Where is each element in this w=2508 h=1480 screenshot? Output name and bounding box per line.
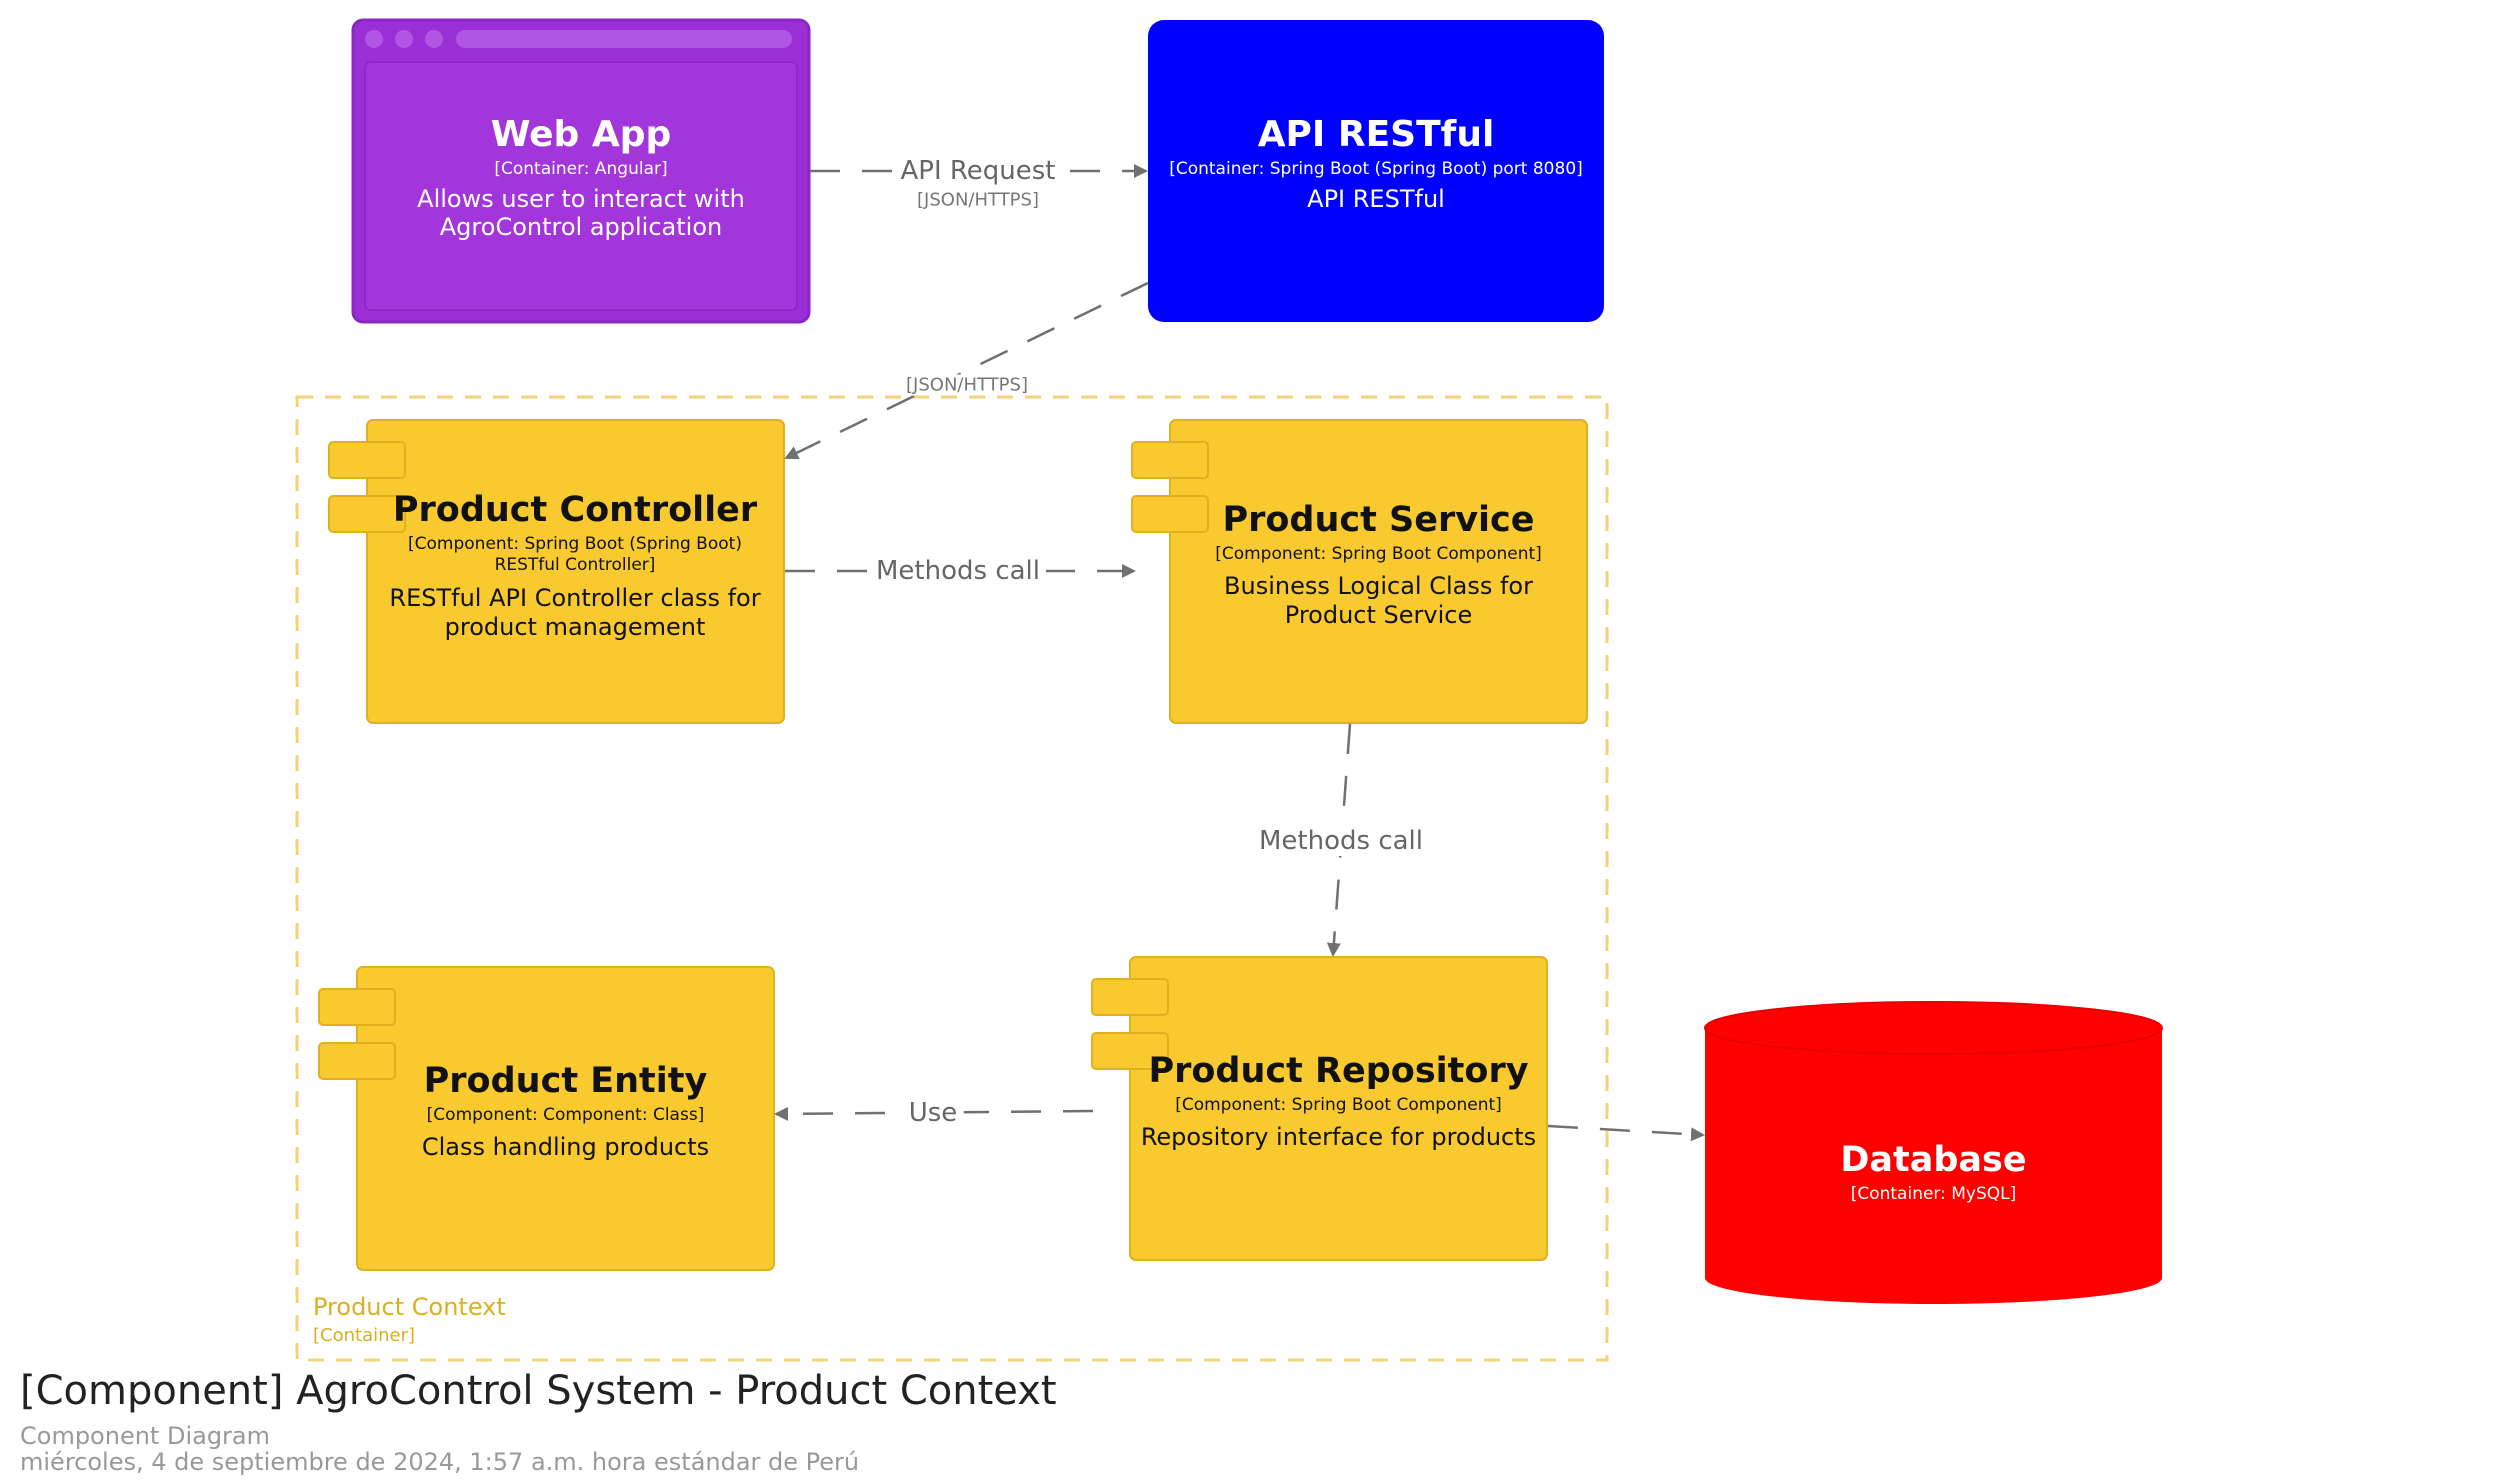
database-text: Database [Container: MySQL] <box>1720 1140 2147 1204</box>
component-tab-icon <box>318 988 396 1026</box>
entity-tech: [Component: Component: Class] <box>426 1105 705 1125</box>
controller-text: Product Controller [Component: Spring Bo… <box>380 490 770 642</box>
webapp-title: Web App <box>490 114 672 155</box>
entity-desc: Class handling products <box>421 1133 710 1161</box>
edge-label-service-repository: Methods call <box>1253 826 1429 856</box>
boundary-name: Product Context <box>313 1293 506 1321</box>
service-desc: Business Logical Class for Product Servi… <box>1224 572 1533 629</box>
component-tab-icon <box>1091 1032 1169 1070</box>
service-node[interactable] <box>1131 419 1588 724</box>
webapp-node[interactable] <box>351 18 811 324</box>
database-tech: [Container: MySQL] <box>1850 1184 2017 1204</box>
component-tab-icon <box>1131 441 1209 479</box>
component-tab-icon <box>1091 978 1169 1016</box>
window-dot-icon <box>395 30 413 48</box>
repository-tech: [Component: Spring Boot Component] <box>1175 1095 1502 1115</box>
entity-text: Product Entity [Component: Component: Cl… <box>367 1061 764 1161</box>
webapp-desc: Allows user to interact with AgroControl… <box>417 185 745 241</box>
repository-title: Product Repository <box>1148 1051 1529 1091</box>
api-node[interactable] <box>1148 20 1604 322</box>
edge-label-use: Use <box>902 1098 964 1128</box>
edge-tech-api-request: [JSON/HTTPS] <box>917 189 1039 211</box>
repository-node[interactable] <box>1091 956 1548 1261</box>
address-bar <box>456 30 792 48</box>
component-tab-icon <box>328 441 406 479</box>
edge-tech-api-controller: [JSON/HTTPS] <box>906 374 1028 396</box>
api-title: API RESTful <box>1257 114 1495 155</box>
window-dot-icon <box>365 30 383 48</box>
component-tab-icon <box>328 495 406 533</box>
controller-node[interactable] <box>328 419 785 724</box>
api-text: API RESTful [Container: Spring Boot (Spr… <box>1150 114 1602 213</box>
edge-label-api-request: API Request <box>894 156 1062 186</box>
edge-repository-database <box>1547 1124 1705 1142</box>
controller-title: Product Controller <box>392 490 758 530</box>
controller-tech: [Component: Spring Boot (Spring Boot) RE… <box>408 534 742 575</box>
service-tech: [Component: Spring Boot Component] <box>1215 544 1542 564</box>
service-text: Product Service [Component: Spring Boot … <box>1180 500 1577 630</box>
service-title: Product Service <box>1222 500 1535 540</box>
window-dot-icon <box>425 30 443 48</box>
api-desc: API RESTful <box>1307 185 1445 213</box>
entity-title: Product Entity <box>423 1061 708 1101</box>
webapp-tech: [Container: Angular] <box>494 159 668 179</box>
diagram-title: [Component] AgroControl System - Product… <box>20 1368 1057 1414</box>
edge-api-controller <box>784 281 1149 460</box>
entity-node[interactable] <box>318 966 775 1271</box>
diagram-date: miércoles, 4 de septiembre de 2024, 1:57… <box>20 1448 860 1476</box>
database-title: Database <box>1840 1140 2027 1180</box>
repository-text: Product Repository [Component: Spring Bo… <box>1140 1051 1537 1151</box>
component-tab-icon <box>1131 495 1209 533</box>
boundary-product-context <box>295 395 1609 1362</box>
boundary-type: [Container] <box>313 1325 416 1346</box>
webapp-text: Web App [Container: Angular] Allows user… <box>365 114 797 241</box>
database-node[interactable] <box>1704 1001 2163 1304</box>
component-tab-icon <box>318 1042 396 1080</box>
api-tech: [Container: Spring Boot (Spring Boot) po… <box>1169 159 1583 179</box>
controller-desc: RESTful API Controller class for product… <box>389 584 761 641</box>
diagram-subtitle: Component Diagram <box>20 1422 271 1450</box>
repository-desc: Repository interface for products <box>1140 1123 1537 1151</box>
edge-label-controller-service: Methods call <box>870 556 1046 586</box>
